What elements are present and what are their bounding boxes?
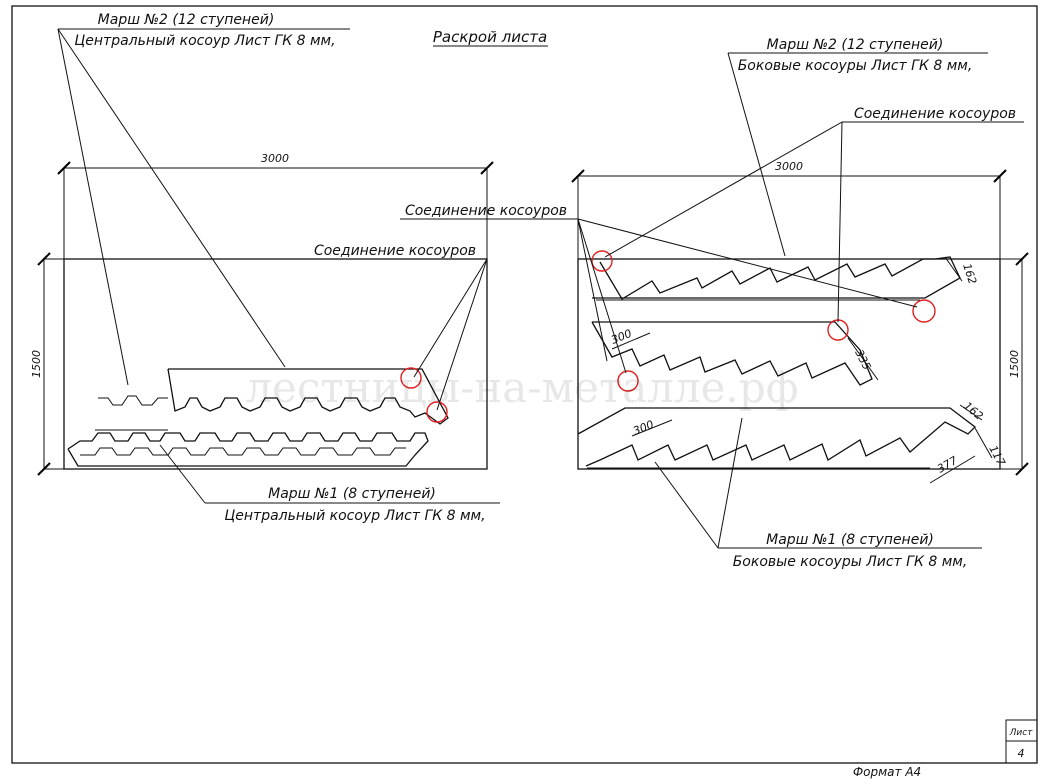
left-top-label-line1: Марш №2 (12 ступеней) bbox=[98, 12, 275, 28]
right-height-value: 1500 bbox=[1008, 350, 1021, 378]
left-width-dimension: 3000 bbox=[57, 152, 494, 259]
right-joint-circle-2 bbox=[912, 299, 936, 323]
right-joint-leader-top: Соединение косоуров bbox=[604, 106, 1024, 323]
right-top-stringer bbox=[592, 256, 961, 300]
right-bottom-stringer bbox=[577, 407, 976, 467]
left-joint-circle-1 bbox=[400, 367, 422, 389]
right-joint-leader-left: Соединение косоуров bbox=[400, 203, 918, 374]
dim-300-bottom: 300 bbox=[631, 418, 655, 438]
right-joint-circle-3 bbox=[827, 319, 849, 341]
left-joint-label: Соединение косоуров bbox=[314, 243, 476, 259]
left-lower-stringer-teeth bbox=[80, 447, 406, 456]
right-joint-circle-1 bbox=[591, 250, 613, 272]
sheet-number: 4 bbox=[1018, 747, 1025, 760]
dim-162-top: 162 bbox=[960, 262, 979, 286]
right-bottom-leader: Марш №1 (8 ступеней) Боковые косоуры Лис… bbox=[654, 417, 982, 570]
right-top-leader: Марш №2 (12 ступеней) Боковые косоуры Ли… bbox=[727, 37, 988, 257]
sheet-frame bbox=[11, 5, 1038, 764]
format-label: Формат А4 bbox=[853, 765, 921, 779]
right-top-label-line2: Боковые косоуры Лист ГК 8 мм, bbox=[738, 58, 973, 74]
watermark: лестницы-на-металле.рф bbox=[245, 363, 798, 412]
left-upper-stringer bbox=[167, 368, 449, 425]
left-sheet-outline bbox=[63, 258, 488, 470]
left-joint-circle-2 bbox=[426, 401, 448, 423]
left-sheet: 3000 1500 Соединение косоуров bbox=[30, 12, 500, 524]
right-sheet-outline bbox=[577, 258, 1001, 470]
right-joint-label-top: Соединение косоуров bbox=[854, 106, 1016, 122]
left-joint-leader: Соединение косоуров bbox=[307, 243, 488, 411]
left-upper-stringer-teeth bbox=[98, 395, 168, 406]
right-width-dimension: 3000 bbox=[571, 160, 1007, 259]
dim-117: 117 bbox=[986, 443, 1007, 468]
left-bottom-leader: Марш №1 (8 ступеней) Центральный косоур … bbox=[159, 444, 500, 524]
page-title: Раскрой листа bbox=[433, 28, 547, 46]
left-height-dimension: 1500 bbox=[30, 252, 64, 476]
right-joint-circle-4 bbox=[617, 370, 639, 392]
sheet-label: Лист bbox=[1009, 728, 1034, 738]
right-middle-stringer bbox=[591, 321, 873, 386]
right-height-dimension: 1500 bbox=[1000, 252, 1029, 476]
title-block: Лист 4 bbox=[1005, 719, 1038, 764]
left-lower-stringer bbox=[67, 432, 429, 467]
right-bottom-label-line2: Боковые косоуры Лист ГК 8 мм, bbox=[733, 554, 968, 570]
left-top-leader: Марш №2 (12 ступеней) Центральный косоур… bbox=[57, 12, 350, 386]
left-width-value: 3000 bbox=[261, 152, 289, 165]
right-top-label-line1: Марш №2 (12 ступеней) bbox=[767, 37, 944, 53]
left-height-value: 1500 bbox=[30, 350, 43, 378]
right-width-value: 3000 bbox=[775, 160, 803, 173]
right-joint-label-left: Соединение косоуров bbox=[405, 203, 567, 219]
right-bottom-label-line1: Марш №1 (8 ступеней) bbox=[766, 532, 934, 548]
right-sheet: 3000 1500 162 300 335 bbox=[400, 37, 1029, 570]
left-top-label-line2: Центральный косоур Лист ГК 8 мм, bbox=[74, 33, 335, 49]
left-bottom-label-line1: Марш №1 (8 ступеней) bbox=[268, 486, 436, 502]
left-bottom-label-line2: Центральный косоур Лист ГК 8 мм, bbox=[224, 508, 485, 524]
